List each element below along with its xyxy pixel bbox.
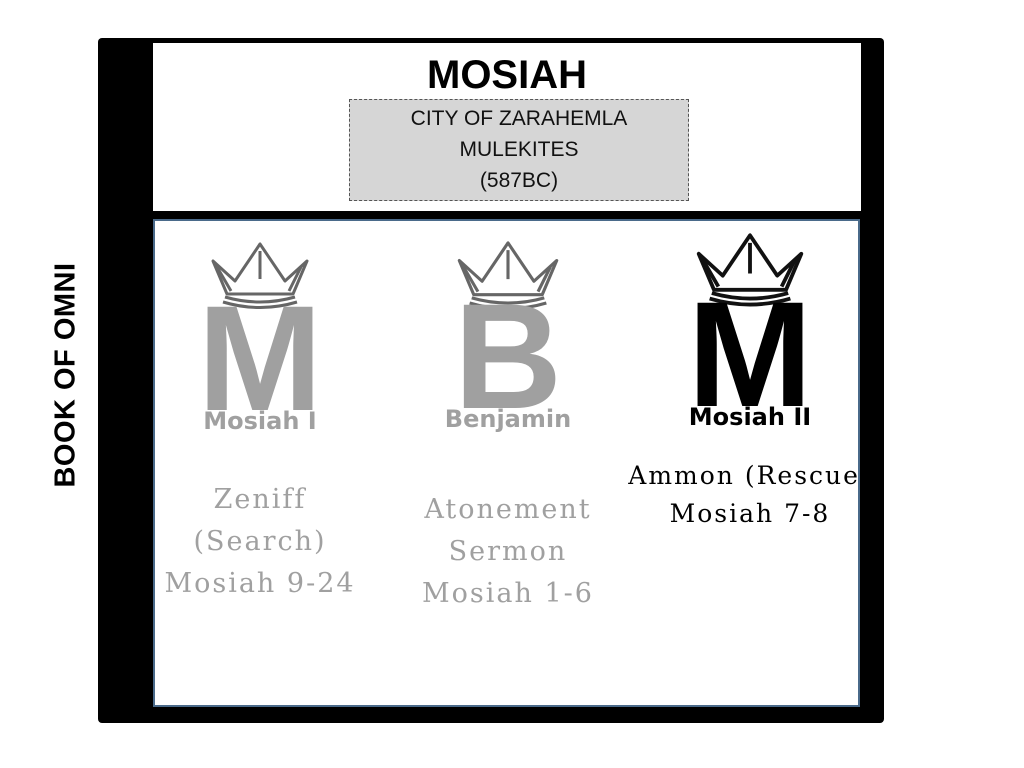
story-line: Zeniff: [213, 484, 307, 515]
king-initial: M: [687, 270, 813, 438]
crown-icon: [457, 241, 559, 311]
king-column-benjamin: B Benjamin Atonement Sermon Mosiah 1-6: [393, 221, 623, 705]
info-line-people: MULEKITES: [459, 138, 579, 161]
story-line: Mosiah 1-6: [422, 578, 594, 609]
info-box: CITY OF ZARAHEMLA MULEKITES (587BC): [349, 99, 689, 201]
info-line-date: (587BC): [479, 169, 559, 192]
info-line-city: CITY OF ZARAHEMLA: [410, 107, 628, 130]
king-name: Mosiah II: [688, 403, 812, 431]
story-line: Sermon: [448, 536, 568, 567]
book-of-omni-label: BOOK OF OMNI: [49, 262, 82, 488]
king-column-mosiah-i: M Mosiah I Zeniff (Search) Mosiah 9-24: [145, 221, 375, 705]
king-name: Mosiah I: [203, 407, 317, 435]
story-line: Mosiah 9-24: [164, 568, 356, 599]
story-line: (Search): [193, 526, 327, 557]
kings-panel: M Mosiah I Zeniff (Search) Mosiah 9-24 B…: [153, 219, 870, 707]
king-column-mosiah-ii: M Mosiah II Ammon (Rescue) Mosiah 7-8: [628, 221, 870, 705]
crown-icon: [211, 242, 309, 309]
story-line: Atonement: [424, 494, 592, 525]
story-line: Mosiah 7-8: [669, 499, 831, 528]
crown-icon: [696, 233, 804, 307]
story-line: Ammon (Rescue): [628, 461, 872, 490]
header-panel: MOSIAH CITY OF ZARAHEMLA MULEKITES (587B…: [153, 43, 861, 211]
king-story: Zeniff (Search) Mosiah 9-24: [115, 479, 405, 605]
king-story: Atonement Sermon Mosiah 1-6: [363, 489, 653, 615]
king-story: Ammon (Rescue) Mosiah 7-8: [605, 457, 895, 533]
king-initial: B: [453, 272, 563, 440]
page-title: MOSIAH: [427, 53, 587, 97]
king-name: Benjamin: [444, 405, 572, 433]
king-initial: M: [197, 274, 323, 442]
